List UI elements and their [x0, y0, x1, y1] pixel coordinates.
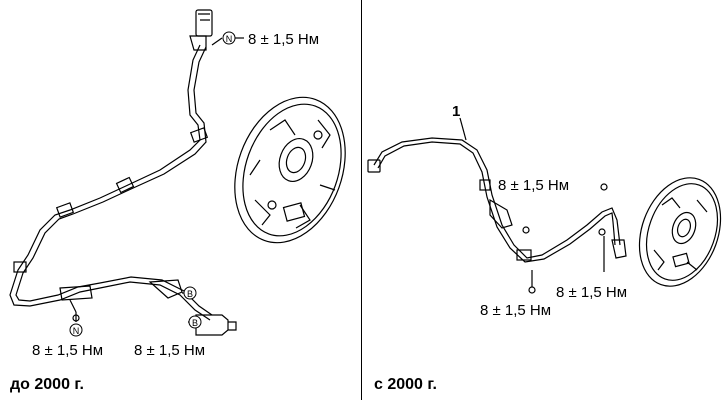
caption-since-2000: с 2000 г. — [374, 376, 437, 393]
cable-clip — [115, 176, 135, 194]
cable-clip — [55, 202, 75, 218]
torque-label-upper: 8 ± 1,5 Нм — [498, 177, 570, 194]
caption-before-2000: до 2000 г. — [10, 376, 84, 393]
svg-text:B: B — [187, 289, 193, 299]
torque-label-bottom-right: 8 ± 1,5 Нм — [134, 342, 206, 359]
marker-b-lower: B — [188, 315, 202, 329]
marker-n-top: N — [222, 31, 236, 45]
torque-label-bottom-left: 8 ± 1,5 Нм — [32, 342, 104, 359]
sensor-harness-drawing-before-2000: N N B B — [9, 9, 346, 337]
svg-text:B: B — [192, 318, 198, 328]
marker-b-upper: B — [183, 286, 197, 300]
sensor-cable — [9, 44, 211, 321]
brake-backing-plate — [234, 96, 346, 244]
panel-before-2000: N N B B 8 ± 1,5 Нм 8 ± 1,5 Нм 8 ± 1,5 Нм… — [0, 0, 361, 400]
panel-divider — [361, 0, 362, 400]
sensor-cable — [373, 137, 621, 259]
callout-number: 1 — [452, 103, 461, 120]
wheel-speed-sensor — [195, 314, 237, 336]
mount-bracket — [148, 279, 183, 299]
svg-text:N: N — [73, 326, 80, 336]
cable-clip — [516, 249, 532, 261]
marker-n-bottom: N — [69, 323, 83, 337]
mount-bracket — [489, 198, 513, 229]
brake-backing-plate — [638, 177, 722, 287]
connector — [367, 159, 381, 173]
cable-clip — [189, 127, 209, 143]
wheel-speed-sensor — [611, 239, 627, 259]
torque-label-lower-left: 8 ± 1,5 Нм — [480, 302, 552, 319]
panel-since-2000: 1 8 ± 1,5 Нм 8 ± 1,5 Нм 8 ± 1,5 Нм с 200… — [362, 0, 723, 400]
cable-clip — [479, 179, 491, 191]
torque-label-top: 8 ± 1,5 Нм — [248, 31, 320, 48]
cable-clip — [13, 261, 27, 273]
mount-bracket — [59, 285, 93, 313]
sensor-harness-drawing-since-2000 — [367, 117, 722, 294]
torque-label-lower-right: 8 ± 1,5 Нм — [556, 284, 628, 301]
svg-text:N: N — [226, 34, 233, 44]
